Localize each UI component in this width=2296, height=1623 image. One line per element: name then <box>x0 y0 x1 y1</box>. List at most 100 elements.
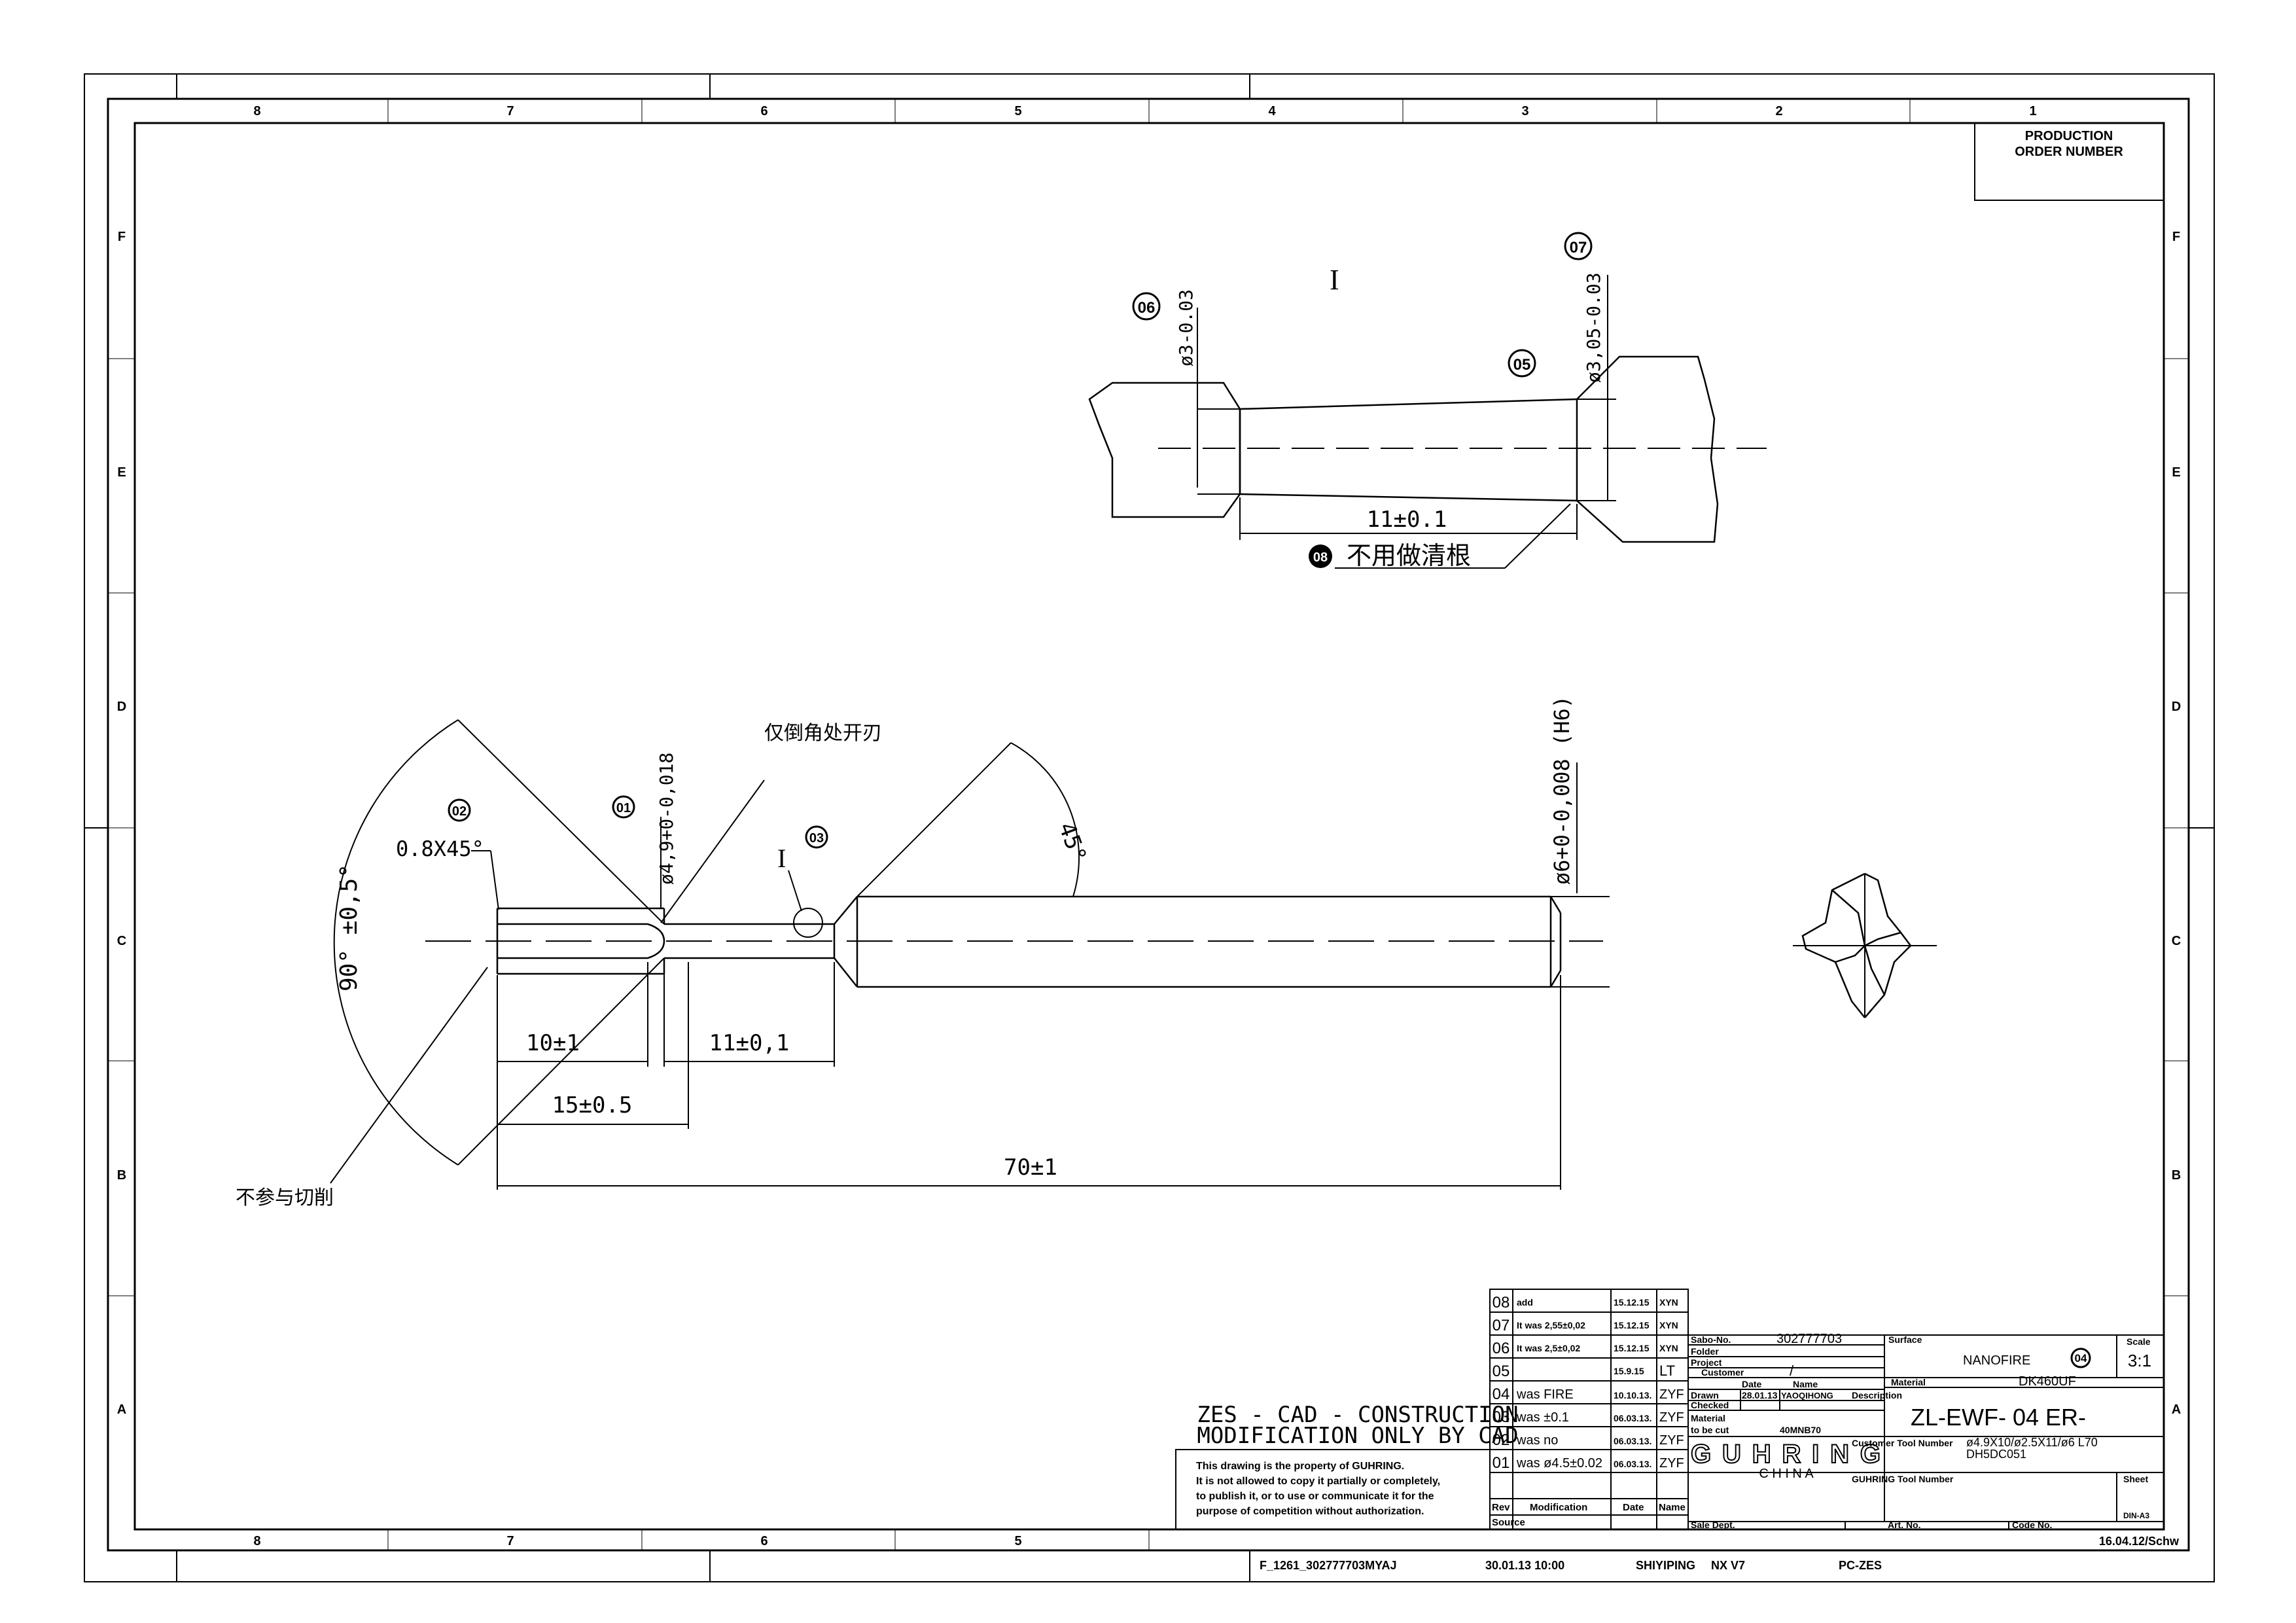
dim-detail-length: 11±0.1 <box>1367 507 1447 533</box>
row-label-right: C <box>2172 934 2181 948</box>
col-label: 5 <box>1014 104 1021 118</box>
scale-label: Scale <box>2127 1336 2151 1347</box>
name-label: Name <box>1793 1379 1818 1389</box>
rev-date: 15.9.15 <box>1614 1366 1644 1376</box>
dim-15: 15±0.5 <box>552 1092 633 1118</box>
col-label: 1 <box>2029 104 2036 118</box>
row-label: D <box>117 700 126 714</box>
rev-no: 07 <box>1492 1317 1510 1334</box>
rev-no: 02 <box>1492 1431 1510 1449</box>
rev-header-date: Date <box>1623 1502 1644 1513</box>
tobecut-label: to be cut <box>1691 1425 1729 1435</box>
property-line: to publish it, or to use or communicate … <box>1196 1491 1434 1502</box>
description-value: ZL-EWF- 04 ER- <box>1911 1404 2086 1431</box>
dim-dia-49: ø4,9+0-0,018 <box>656 753 677 885</box>
row-label: A <box>117 1402 126 1417</box>
drawn-date: 28.01.13 <box>1742 1390 1778 1400</box>
dim-detail-right: ø3,05-0.03 <box>1583 272 1604 383</box>
rev-name: ZYF <box>1659 1456 1684 1471</box>
production-order-label: PRODUCTION <box>2025 129 2113 143</box>
description-label: Description <box>1852 1390 1902 1400</box>
col-label-bottom: 5 <box>1014 1534 1021 1548</box>
balloon-03: 03 <box>809 831 824 846</box>
drawn-label: Drawn <box>1691 1390 1719 1400</box>
footer-file: F_1261_302777703MYAJ <box>1260 1559 1397 1572</box>
revision-rows: 08 add 15.12.15 XYN 07 It was 2,55±0,02 … <box>1492 1294 1686 1528</box>
rev-name: XYN <box>1659 1297 1678 1308</box>
rev-no: 01 <box>1492 1454 1510 1472</box>
col-label: 7 <box>506 104 514 118</box>
title-block-text: Sabo-No. 302777703 Folder Project Custom… <box>1690 1332 2180 1548</box>
dim-angle-45: 45° <box>1053 819 1092 865</box>
material2-value: DK460UF <box>2019 1374 2076 1389</box>
rev-no: 04 <box>1492 1385 1510 1403</box>
balloon-02: 02 <box>452 804 467 819</box>
row-label: F <box>118 230 126 244</box>
rev-mod: add <box>1517 1297 1533 1308</box>
surface-value: NANOFIRE <box>1963 1353 2030 1368</box>
row-label-right: A <box>2172 1402 2181 1417</box>
dim-10: 10±1 <box>526 1030 580 1056</box>
rev-date: 10.10.13. <box>1614 1390 1651 1400</box>
revision-row: 07 It was 2,55±0,02 15.12.15 XYN <box>1492 1317 1678 1334</box>
main-annotations: 02 01 03 0.8X45° ø4,9+0-0,018 ø6+0-0,008… <box>236 696 1574 1209</box>
production-order-label: ORDER NUMBER <box>2015 145 2123 159</box>
project-label: Project <box>1691 1357 1722 1368</box>
checked-label: Checked <box>1691 1400 1729 1410</box>
production-order-box: PRODUCTION ORDER NUMBER <box>1974 122 2164 201</box>
row-label: C <box>117 934 126 948</box>
sabo-value: 302777703 <box>1776 1332 1842 1346</box>
row-label-right: B <box>2172 1168 2181 1183</box>
revision-row: 03 was ±0.1 06.03.13. ZYF <box>1492 1408 1684 1426</box>
revision-row: 05 15.9.15 LT <box>1492 1363 1675 1380</box>
rev-date: 06.03.13. <box>1614 1459 1651 1469</box>
rev-name: XYN <box>1659 1343 1678 1353</box>
ctn-value1: ø4.9X10/ø2.5X11/ø6 L70 <box>1966 1436 2098 1449</box>
note-cutting-chamfer-only: 仅倒角处开刃 <box>764 722 882 744</box>
sheet-value: DIN-A3 <box>2123 1511 2149 1520</box>
property-line: purpose of competition without authoriza… <box>1196 1506 1424 1517</box>
dim-chamfer: 0.8X45° <box>396 836 484 861</box>
material-label: Material <box>1691 1413 1725 1423</box>
detail-label: I <box>1330 264 1339 296</box>
gtn-label: GUHRING Tool Number <box>1852 1474 1954 1484</box>
rev-no: 03 <box>1492 1408 1510 1426</box>
rev-name: XYN <box>1659 1320 1678 1330</box>
rev-no: 05 <box>1492 1363 1510 1380</box>
note-no-relief: 不用做清根 <box>1347 543 1471 570</box>
dim-angle-90: 90° ±0,5° <box>336 864 362 991</box>
detail-view-i <box>1088 275 1719 569</box>
col-label-bottom: 8 <box>253 1534 260 1548</box>
drawing-frame <box>84 73 2215 1582</box>
col-label: 2 <box>1775 104 1782 118</box>
col-label: 4 <box>1268 104 1276 118</box>
revision-row: 01 was ø4.5±0.02 06.03.13. ZYF <box>1492 1454 1684 1472</box>
rev-header-mod: Modification <box>1530 1502 1587 1513</box>
footer-datetime: 30.01.13 10:00 <box>1485 1559 1564 1572</box>
row-label: E <box>117 465 126 480</box>
folder-label: Folder <box>1691 1346 1719 1357</box>
rev-mod: was ø4.5±0.02 <box>1516 1456 1602 1471</box>
row-label-right: E <box>2172 465 2180 480</box>
dim-dia-6: ø6+0-0,008 (H6) <box>1549 696 1574 885</box>
property-line: It is not allowed to copy it partially o… <box>1196 1476 1440 1487</box>
rev-mod: was ±0.1 <box>1516 1410 1569 1425</box>
balloon-05: 05 <box>1513 356 1531 374</box>
footer-user: SHIYIPING <box>1636 1559 1695 1572</box>
surface-label: Surface <box>1888 1334 1922 1345</box>
col-label-bottom: 6 <box>760 1534 768 1548</box>
rev-mod: It was 2,5±0,02 <box>1517 1343 1580 1353</box>
rev-mod: was FIRE <box>1516 1387 1574 1402</box>
col-label: 8 <box>253 104 260 118</box>
revision-row: 04 was FIRE 10.10.13. ZYF <box>1492 1385 1684 1403</box>
detail-ref-label: I <box>777 844 786 873</box>
row-label-right: D <box>2172 700 2181 714</box>
dim-11: 11±0,1 <box>709 1030 790 1056</box>
artno-label: Art. No. <box>1888 1520 1921 1530</box>
row-label: B <box>117 1168 126 1183</box>
rev-header-source: Source <box>1492 1517 1525 1528</box>
footer-sys: PC-ZES <box>1839 1559 1882 1572</box>
end-view-flutes <box>1793 872 1937 1018</box>
col-label-bottom: 7 <box>506 1534 514 1548</box>
